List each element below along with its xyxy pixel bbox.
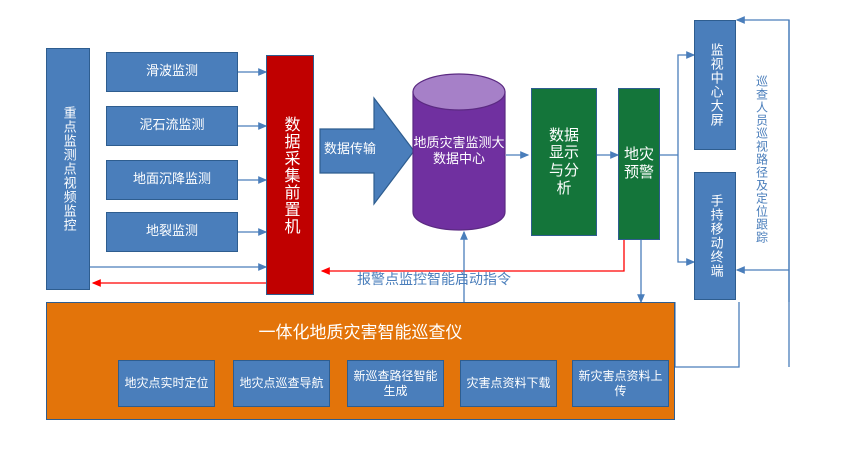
function-button-realtime-location[interactable]: 地灾点实时定位 xyxy=(118,360,215,407)
warning-box[interactable]: 地灾预警 xyxy=(618,88,660,240)
data-center-text: 地质灾害监测大数据中心 xyxy=(413,136,505,167)
data-transfer-arrow xyxy=(319,96,415,206)
alarm-command-label: 报警点监控智能启动指令 xyxy=(357,272,511,288)
data-center-cylinder[interactable]: 地质灾害监测大数据中心 xyxy=(411,72,507,232)
patrol-route-label: 巡查人员巡视路径及定位跟踪 xyxy=(754,74,769,244)
function-button-data-download[interactable]: 灾害点资料下载 xyxy=(460,360,557,407)
sensor-box-subsidence[interactable]: 地面沉降监测 xyxy=(106,160,238,200)
video-monitoring-box[interactable]: 重点监测点视频监控 xyxy=(46,48,90,290)
terminal-box-handheld[interactable]: 手持移动终端 xyxy=(694,172,736,300)
function-button-route-generation[interactable]: 新巡查路径智能生成 xyxy=(347,360,444,407)
integrated-inspector-title: 一体化地质灾害智能巡查仪 xyxy=(258,323,463,343)
sensor-box-ground-fissure[interactable]: 地裂监测 xyxy=(106,212,238,252)
function-button-patrol-navigation[interactable]: 地灾点巡查导航 xyxy=(233,360,330,407)
analysis-box[interactable]: 数据显示与分析 xyxy=(531,88,597,236)
data-center-label: 地质灾害监测大数据中心 xyxy=(411,72,507,232)
sensor-box-debris-flow[interactable]: 泥石流监测 xyxy=(106,106,238,146)
data-collector-box[interactable]: 数据采集前置机 xyxy=(266,55,314,295)
function-button-data-upload[interactable]: 新灾害点资料上传 xyxy=(572,360,669,407)
terminal-box-control-screen[interactable]: 监视中心大屏 xyxy=(694,20,736,150)
data-transfer-label: 数据传输 xyxy=(323,142,376,158)
sensor-box-landslide[interactable]: 滑波监测 xyxy=(106,52,238,92)
